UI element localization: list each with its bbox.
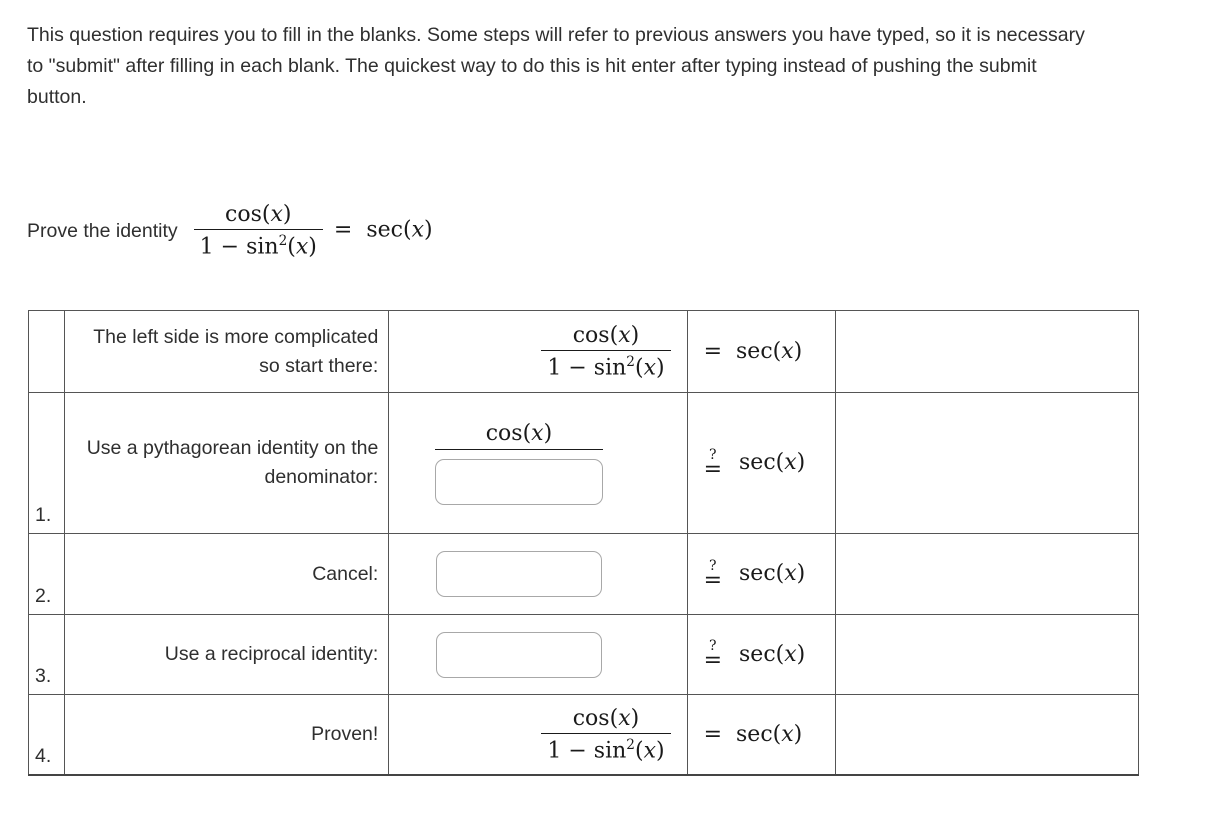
answer-input-denominator[interactable] bbox=[434, 459, 603, 505]
prompt-fraction: cos(x) 1 − sin2(x) bbox=[193, 202, 323, 260]
prompt-fraction-numerator: cos(x) bbox=[225, 202, 292, 228]
proof-steps-table: The left side is more complicated so sta… bbox=[27, 310, 1140, 776]
step-number bbox=[27, 310, 66, 393]
prove-identity-prompt: Prove the identity cos(x) 1 − sin2(x) = … bbox=[27, 196, 433, 266]
step-number: 4. bbox=[27, 694, 66, 776]
step-expression bbox=[388, 533, 688, 615]
answer-input[interactable] bbox=[435, 631, 602, 678]
relation-right-side: sec(x) bbox=[739, 561, 806, 586]
instructions-paragraph: This question requires you to fill in th… bbox=[27, 24, 1085, 108]
equals-sign: = bbox=[703, 721, 723, 747]
step-expression: cos(x) bbox=[388, 392, 688, 534]
step-label: Proven! bbox=[64, 694, 390, 776]
table-row: 4. Proven! cos(x) 1 − sin2(x) = sec(x) bbox=[27, 694, 1140, 776]
fraction-numerator: cos(x) bbox=[485, 421, 553, 446]
prompt-equals-sign: = bbox=[333, 217, 353, 243]
step-notes-cell bbox=[834, 392, 1140, 534]
question-equals-sign: ? = bbox=[703, 638, 723, 673]
equals-sign: = bbox=[703, 339, 723, 364]
fraction-numerator: cos(x) bbox=[572, 322, 640, 348]
prompt-right-side: sec(x) bbox=[366, 217, 433, 243]
step-label: Use a reciprocal identity: bbox=[64, 614, 390, 695]
step-label: The left side is more complicated so sta… bbox=[64, 310, 390, 393]
step-expression bbox=[388, 614, 688, 695]
step-notes-cell bbox=[834, 310, 1140, 393]
answer-input[interactable] bbox=[435, 551, 602, 597]
step-relation: ? = sec(x) bbox=[686, 533, 836, 615]
question-equals-sign: ? = bbox=[703, 446, 723, 482]
table-row: 3. Use a reciprocal identity: ? = sec(x) bbox=[27, 614, 1140, 695]
step-relation: ? = sec(x) bbox=[686, 392, 836, 534]
step-notes-cell bbox=[834, 694, 1140, 776]
table-row: 2. Cancel: ? = sec(x) bbox=[27, 533, 1140, 615]
expression-fraction-with-input: cos(x) bbox=[434, 421, 603, 505]
fraction-numerator: cos(x) bbox=[572, 705, 640, 731]
step-relation: = sec(x) bbox=[686, 694, 836, 776]
relation-right-side: sec(x) bbox=[736, 339, 803, 364]
table-row: The left side is more complicated so sta… bbox=[27, 310, 1140, 393]
table-row: 1. Use a pythagorean identity on the den… bbox=[27, 392, 1140, 534]
prompt-equation: cos(x) 1 − sin2(x) = sec(x) bbox=[190, 202, 433, 260]
expression-fraction: cos(x) 1 − sin2(x) bbox=[537, 706, 674, 763]
step-label: Use a pythagorean identity on the denomi… bbox=[64, 392, 390, 534]
step-expression: cos(x) 1 − sin2(x) bbox=[388, 310, 688, 393]
step-number: 1. bbox=[27, 392, 66, 534]
relation-right-side: sec(x) bbox=[739, 450, 806, 475]
prompt-label: Prove the identity bbox=[27, 219, 178, 242]
fraction-denominator: 1 − sin2(x) bbox=[541, 349, 671, 380]
relation-right-side: sec(x) bbox=[739, 641, 806, 667]
prompt-fraction-denominator: 1 − sin2(x) bbox=[193, 229, 323, 260]
step-number: 2. bbox=[27, 533, 66, 615]
step-expression: cos(x) 1 − sin2(x) bbox=[388, 694, 688, 776]
step-notes-cell bbox=[834, 533, 1140, 615]
step-label: Cancel: bbox=[64, 533, 390, 615]
fraction-denominator: 1 − sin2(x) bbox=[541, 732, 671, 763]
fraction-bar bbox=[434, 449, 603, 450]
step-relation: = sec(x) bbox=[686, 310, 836, 393]
step-notes-cell bbox=[834, 614, 1140, 695]
question-equals-sign: ? = bbox=[703, 557, 723, 593]
expression-fraction: cos(x) 1 − sin2(x) bbox=[537, 323, 674, 380]
relation-right-side: sec(x) bbox=[736, 721, 803, 747]
step-number: 3. bbox=[27, 614, 66, 695]
step-relation: ? = sec(x) bbox=[686, 614, 836, 695]
